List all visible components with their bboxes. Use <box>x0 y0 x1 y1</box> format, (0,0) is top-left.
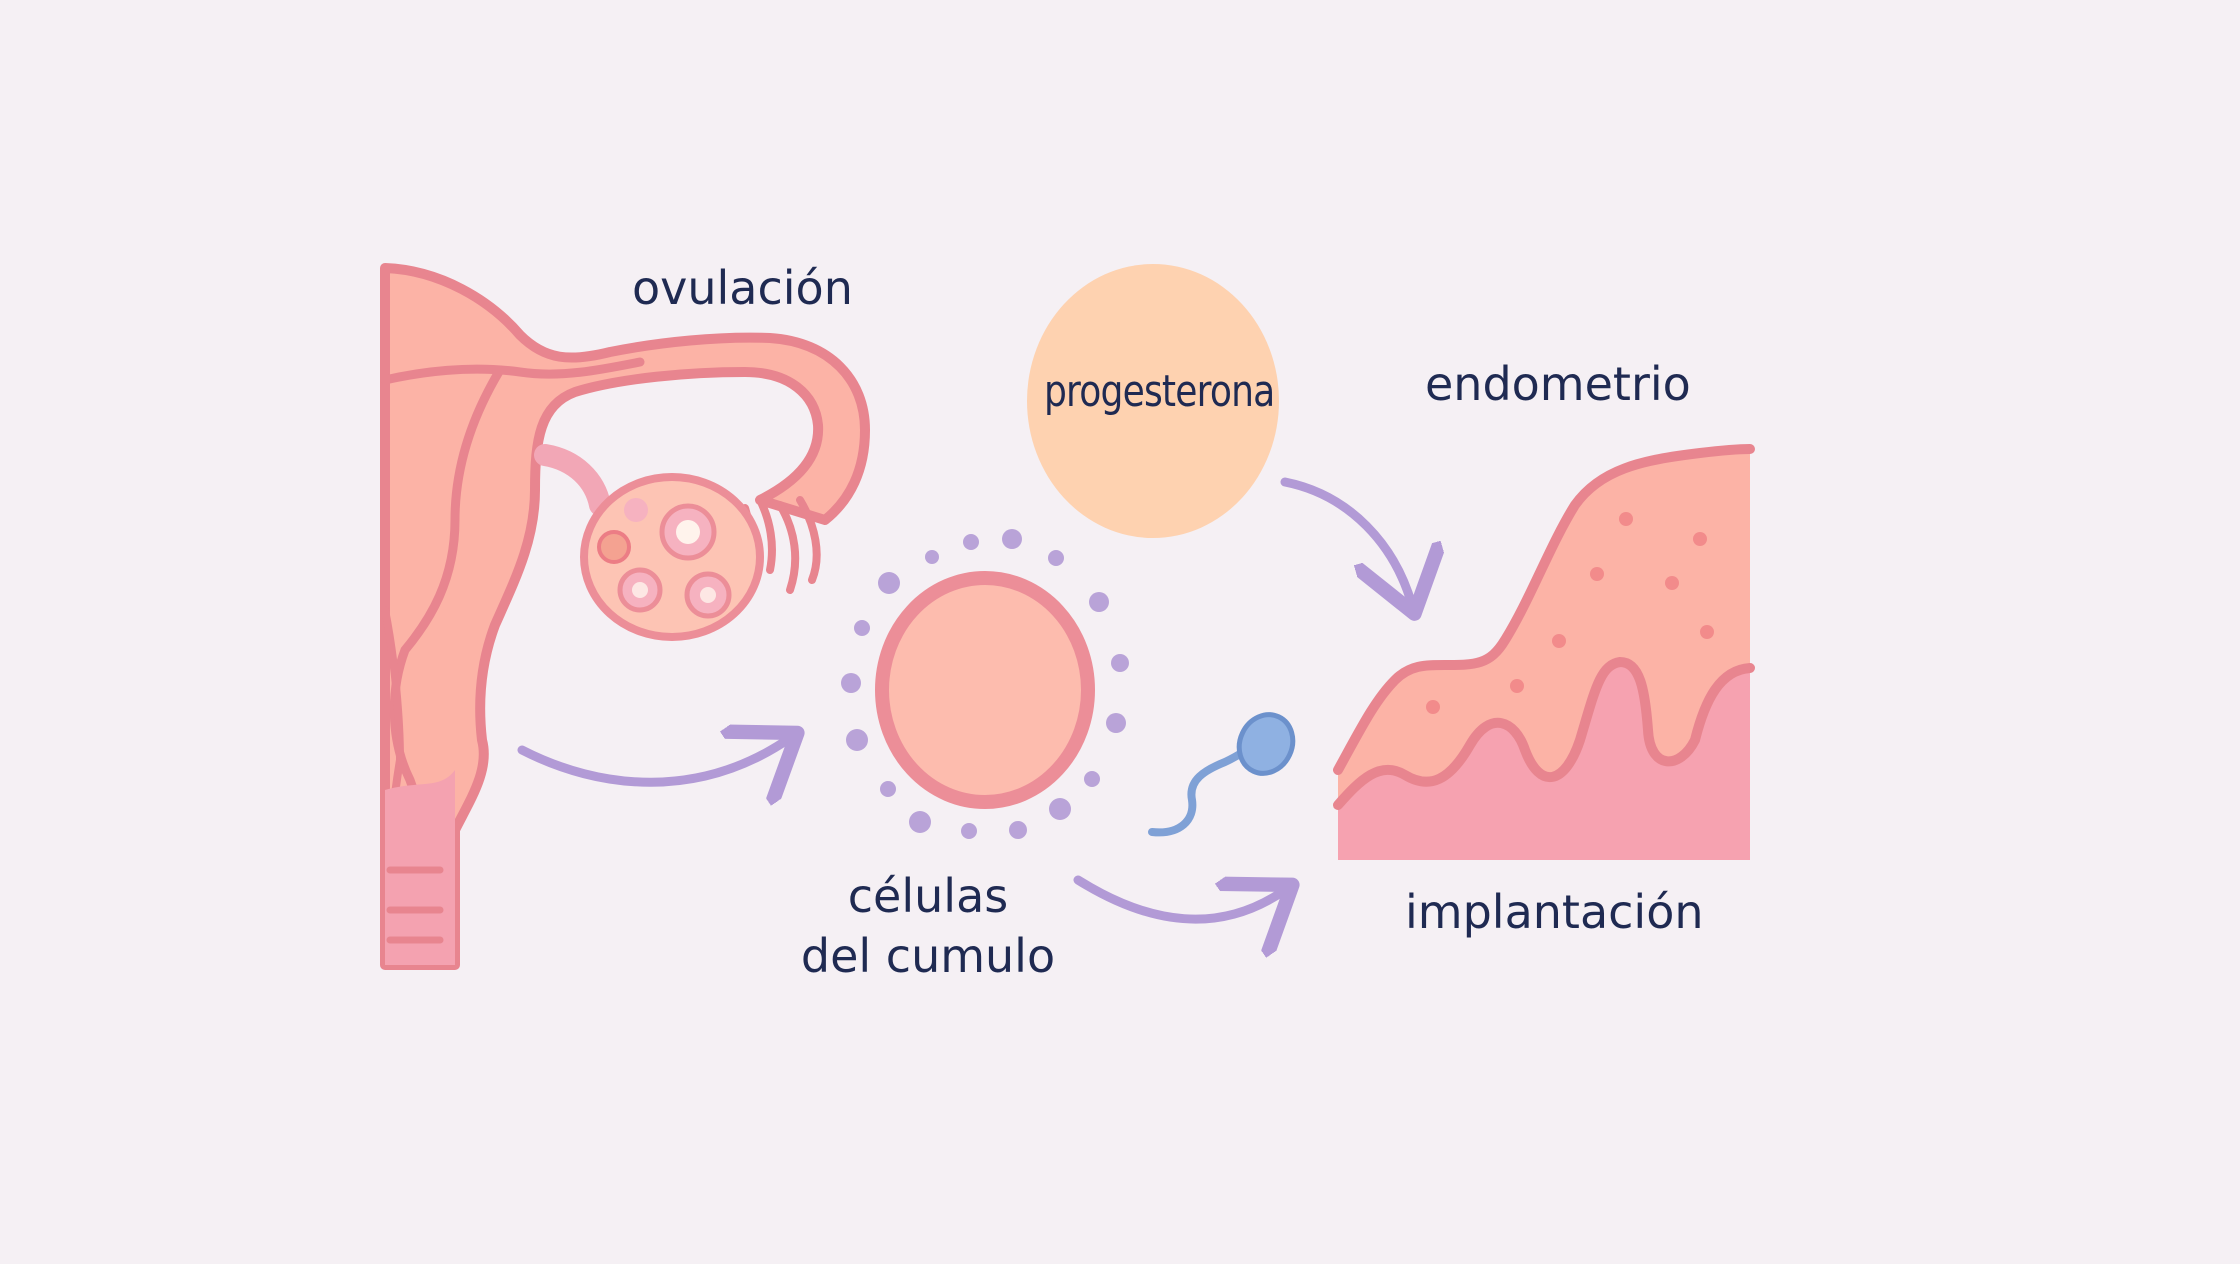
endometrium-illustration <box>1333 444 1755 860</box>
label-endometrium: endometrio <box>1425 357 1691 411</box>
label-implantation: implantación <box>1405 885 1704 939</box>
oocyte-with-cumulus <box>841 529 1129 839</box>
label-ovulation: ovulación <box>632 261 853 315</box>
arrow-hormone-to-endometrium <box>1280 477 1412 605</box>
uterus-body <box>380 263 870 970</box>
oocyte <box>875 571 1095 809</box>
cumulus-cells <box>841 529 1129 839</box>
ovary-illustration <box>580 473 764 641</box>
hormone-circle <box>1027 264 1279 538</box>
arrow-ovary-to-egg <box>517 738 790 782</box>
sperm-illustration <box>1148 712 1296 837</box>
fimbriae <box>741 496 821 594</box>
follicle <box>597 530 631 564</box>
label-hormone: progesterona <box>1043 366 1275 417</box>
arrow-embryo-to-implantation <box>1073 875 1285 919</box>
uterus-illustration <box>380 263 870 970</box>
label-cumulus: células del cumulo <box>800 869 1056 983</box>
